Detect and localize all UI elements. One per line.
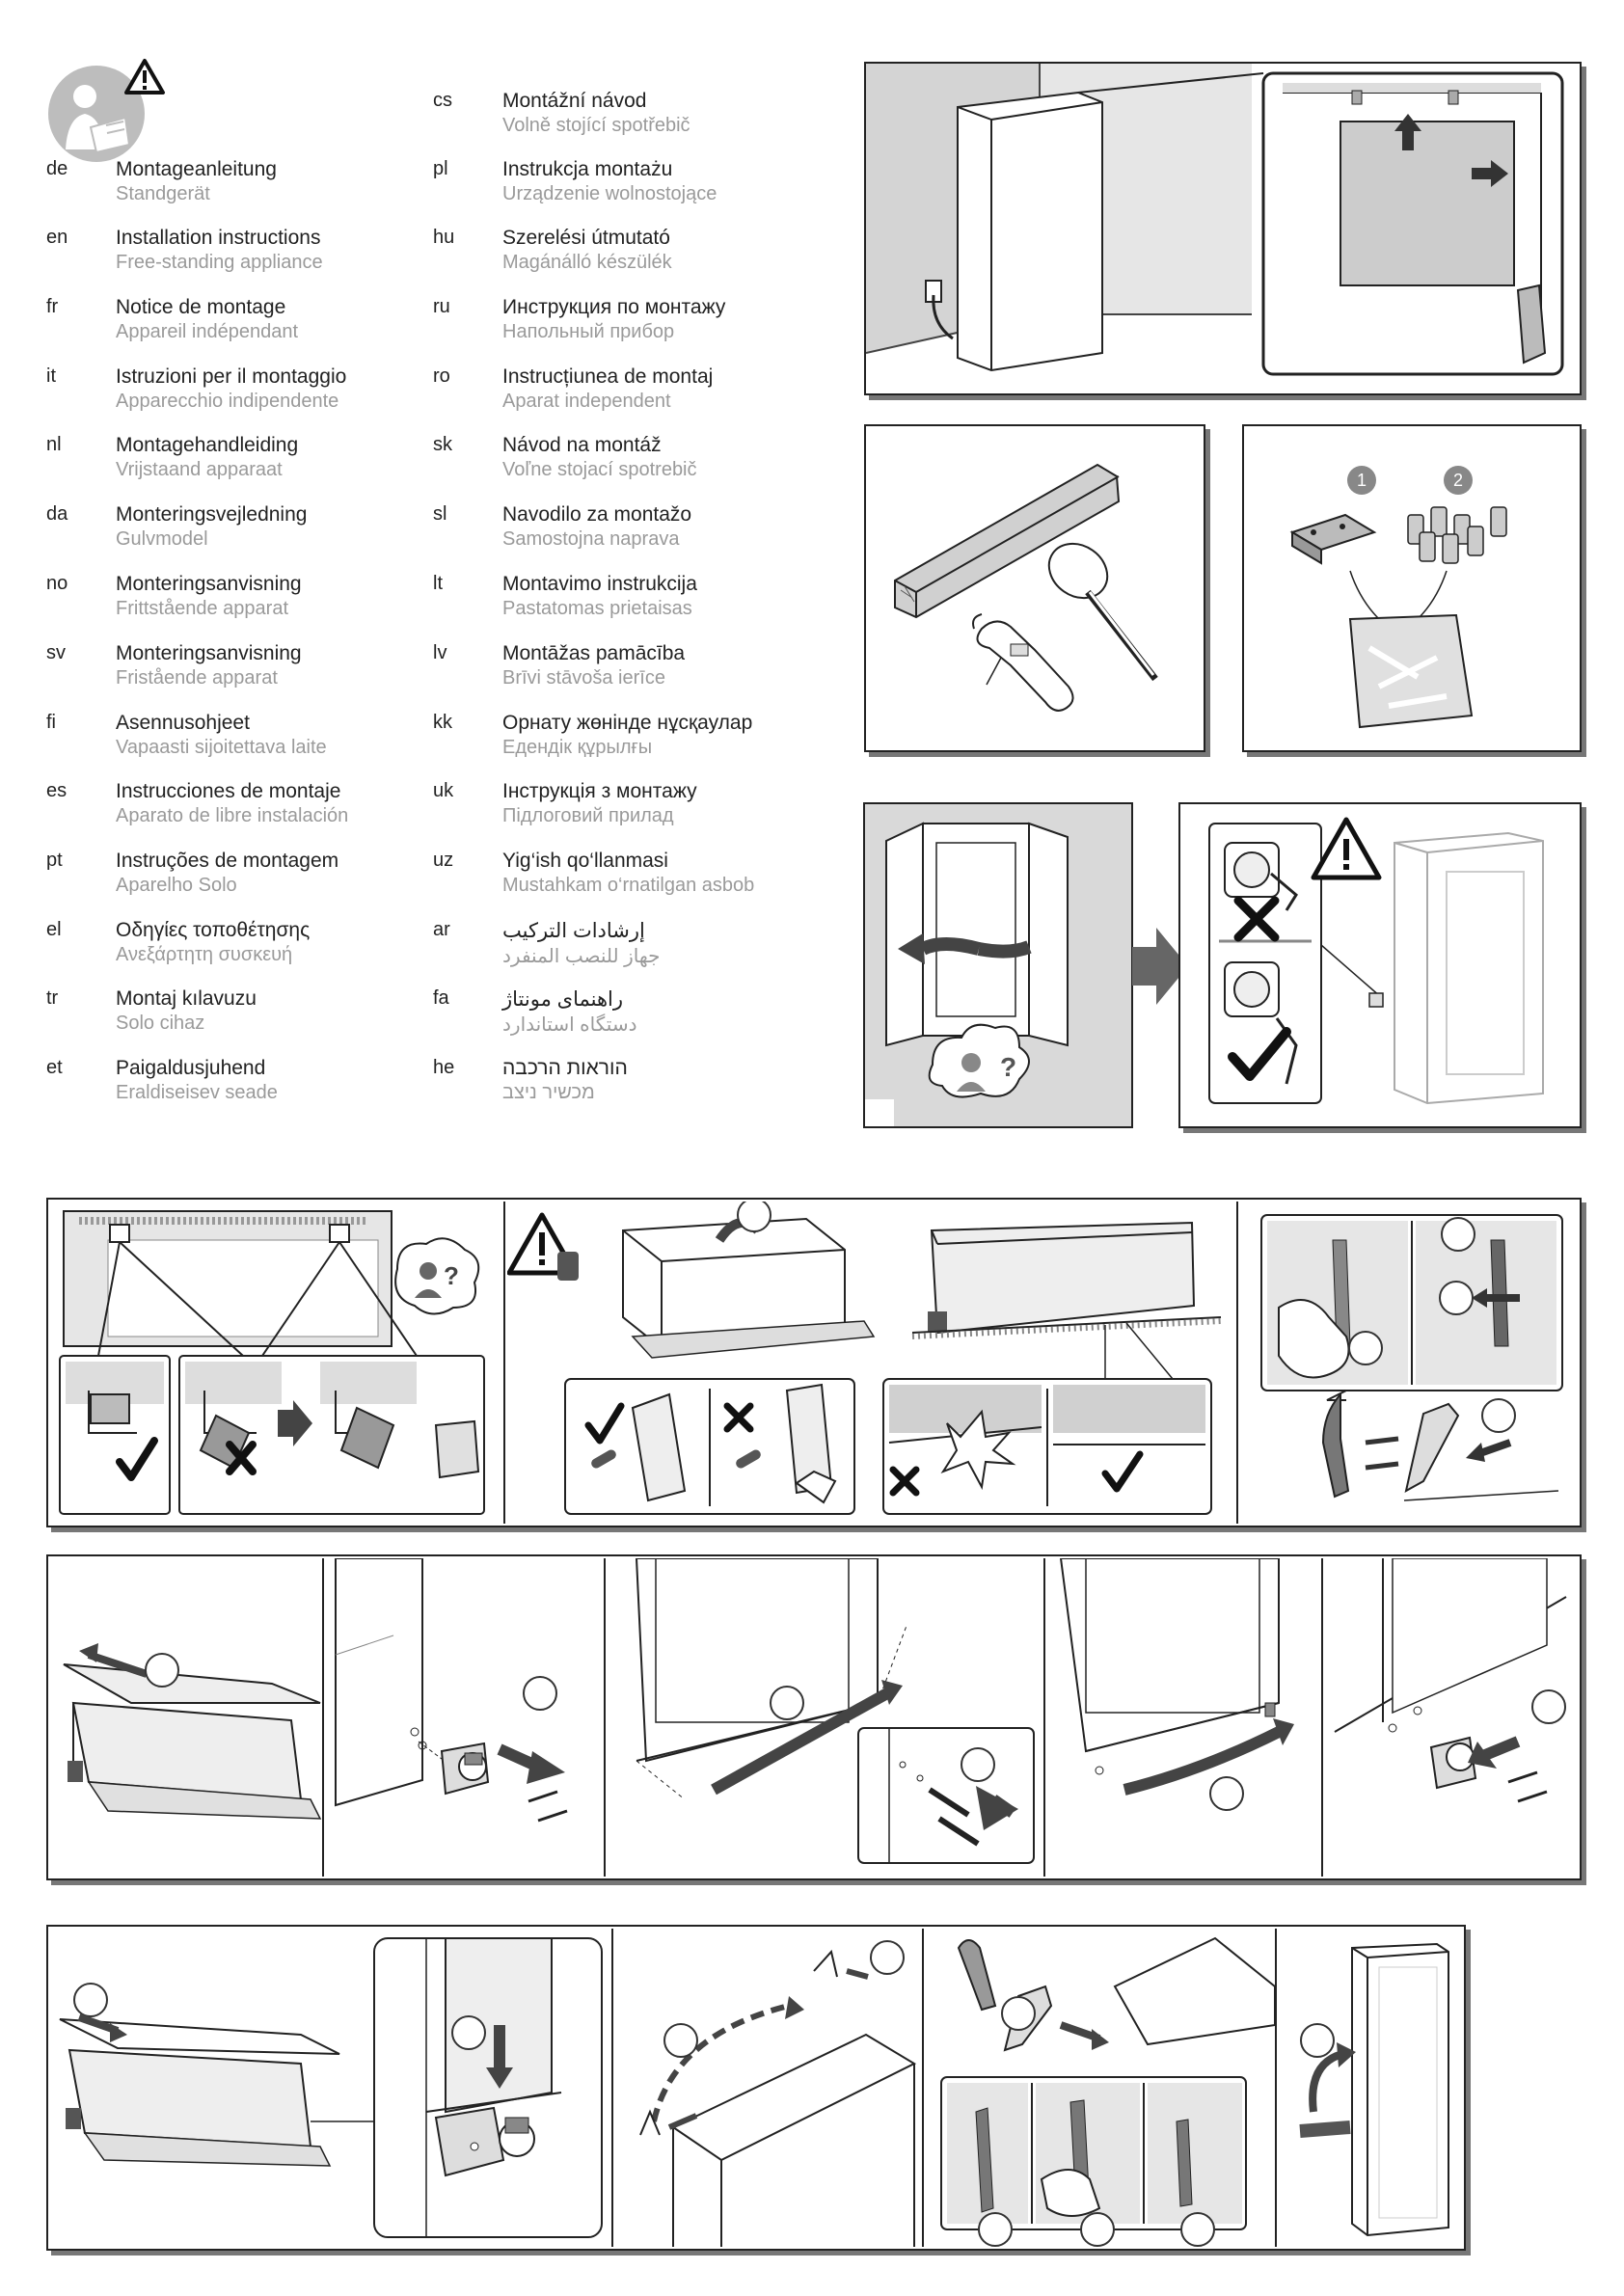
illustration-tools [864,424,1205,752]
illustration-supplied-parts: 1 2 [1242,424,1582,752]
part-number-1: 1 [1357,471,1367,490]
step-close-door [1279,1929,1462,2247]
step-lift-door-off [608,1558,1045,1877]
step-remove-pin [1047,1558,1323,1877]
checkmark-icon [1228,1027,1291,1081]
step-refit-handle [926,1929,1277,2247]
step-refit-cover-and-hinge [50,1929,613,2247]
warning-triangle-icon [1311,817,1382,880]
arrow-right-icon [1132,928,1190,1005]
manual-reading-icon [46,58,172,164]
svg-text:?: ? [444,1261,459,1290]
illustration-door-reversal-question: ? [863,802,1133,1128]
socket-top-icon [1224,842,1280,898]
illustration-power-plug-warning [1178,802,1582,1128]
illustration-hinge-check: ? [50,1202,505,1524]
part-number-2: 2 [1453,471,1463,490]
step-remove-top-cover [50,1558,324,1877]
illustration-handle-removal [1240,1202,1578,1524]
cross-icon [1233,896,1280,942]
step-mount-hinge-opposite [1325,1558,1578,1877]
svg-text:?: ? [1000,1052,1016,1082]
illustration-lifting-warning [507,1202,1238,1524]
warning-triangle-icon [123,58,166,96]
illustration-wall-clearance [864,62,1582,395]
socket-bottom-icon [1224,961,1280,1017]
step-unscrew-bottom-hinge [326,1558,606,1877]
step-swap-door-to-other-side [615,1929,924,2247]
